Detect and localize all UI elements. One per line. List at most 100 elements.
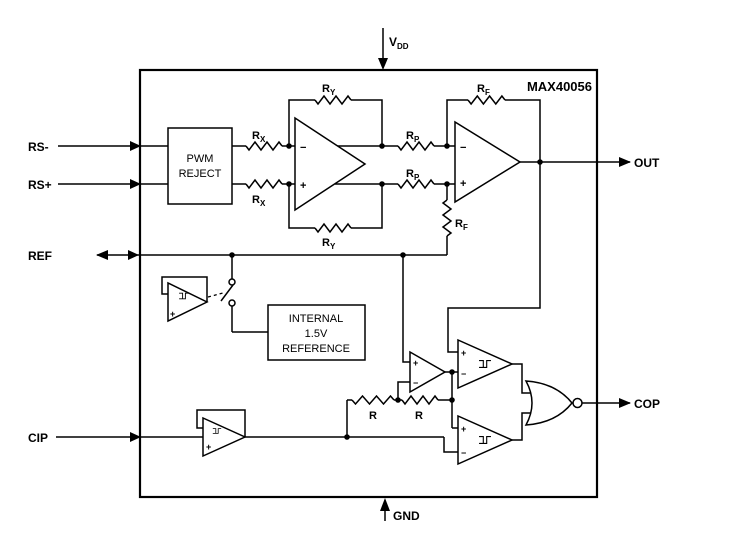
output-amplifier: − + xyxy=(454,120,522,204)
schmitt-top-triangle xyxy=(457,338,514,390)
cip-buffer-triangle xyxy=(202,416,247,458)
resistor-ry-top xyxy=(314,94,352,106)
amp1-minus-sign: − xyxy=(300,142,306,154)
intref-label-1: INTERNAL xyxy=(289,313,343,325)
junction-dot xyxy=(449,397,455,403)
internal-reference-box xyxy=(267,304,366,361)
ref-switch xyxy=(228,278,236,307)
cip-arrow xyxy=(130,432,141,442)
pin-label-cip: CIP xyxy=(28,431,48,445)
pin-arrowheads xyxy=(96,58,631,511)
nor-gate xyxy=(524,380,583,426)
label-rx-top: RX xyxy=(252,130,266,144)
label-rx-bottom: RX xyxy=(252,194,266,208)
ref-buffer-triangle xyxy=(167,281,209,323)
junction-dots xyxy=(229,143,543,440)
label-rp-bottom: RP xyxy=(406,168,420,182)
vdd-arrow xyxy=(378,58,388,70)
junction-dot xyxy=(379,143,385,149)
pin-label-ref: REF xyxy=(28,249,52,263)
amp2-plus-sign: + xyxy=(460,178,466,190)
resistor-rp-bottom xyxy=(397,178,435,190)
junction-dot xyxy=(400,252,406,258)
label-rf-vertical: RF xyxy=(455,218,468,232)
wire-rf-top-right xyxy=(505,99,541,162)
junction-dot xyxy=(444,143,450,149)
ref-arrow-out xyxy=(96,250,108,260)
wire-ry-bottom-left xyxy=(288,184,315,229)
pwm-amplifier: − + xyxy=(294,116,367,212)
wire-ref-to-comparator xyxy=(402,255,410,363)
pwm-reject-block: PWM REJECT xyxy=(167,127,233,205)
intref-label-3: REFERENCE xyxy=(282,343,350,355)
wire-out-to-comparator xyxy=(447,162,541,353)
schmitt-comparator-top: + − xyxy=(457,338,514,390)
amp1-plus-sign: + xyxy=(300,180,306,192)
resistor-rx-top xyxy=(245,140,283,152)
nor-gate-bubble xyxy=(572,397,583,409)
threshold-minus-sign: − xyxy=(413,378,418,388)
pin-label-rs-minus: RS- xyxy=(28,140,49,154)
junction-dot xyxy=(344,434,350,440)
intref-label-2: 1.5V xyxy=(305,328,328,340)
threshold-plus-sign: + xyxy=(413,358,418,368)
rs-plus-arrow xyxy=(130,179,141,189)
resistor-ry-bottom xyxy=(314,222,352,234)
switch-blade xyxy=(220,284,234,302)
cip-buffer-plus-sign: + xyxy=(206,442,211,452)
wire-switch-linkage xyxy=(207,292,224,298)
ref-buffer-plus-sign: + xyxy=(170,309,175,319)
wire-ry-bottom-right xyxy=(351,184,383,229)
chip-name-label: MAX40056 xyxy=(527,79,592,94)
junction-dot xyxy=(286,181,292,187)
label-r-right: R xyxy=(415,410,423,422)
amp1-triangle xyxy=(294,116,367,212)
rs-minus-arrow xyxy=(130,141,141,151)
wire-cip-buffer-feedback xyxy=(196,409,246,437)
wire-ry-top-left xyxy=(288,99,315,146)
wire xyxy=(443,437,458,453)
wire-schmitt-bottom-out xyxy=(512,412,531,441)
wire-ry-top-right xyxy=(351,99,383,146)
resistor-rf-vertical xyxy=(441,199,453,237)
junction-dot xyxy=(537,159,543,165)
resistor-r-right xyxy=(401,394,439,406)
gnd-arrow xyxy=(380,498,390,511)
junction-dot xyxy=(449,369,455,375)
pin-label-vdd: VDD xyxy=(389,35,409,51)
junction-dot xyxy=(286,143,292,149)
schmitt-top-plus-sign: + xyxy=(461,348,466,358)
junction-dot xyxy=(229,252,235,258)
junction-dot xyxy=(395,397,401,403)
pwm-reject-label-2: REJECT xyxy=(179,168,222,180)
label-r-left: R xyxy=(369,410,377,422)
switch-contact-bottom xyxy=(228,299,236,307)
label-rp-top: RP xyxy=(406,130,420,144)
threshold-comparator-triangle xyxy=(409,350,447,394)
cop-arrow xyxy=(619,398,631,408)
switch-contact-top xyxy=(228,278,236,286)
threshold-comparator: + − xyxy=(409,350,447,394)
resistor-rp-top xyxy=(397,140,435,152)
schmitt-bottom-minus-sign: − xyxy=(461,448,466,458)
pin-label-out: OUT xyxy=(634,156,660,170)
resistor-rx-bottom xyxy=(245,178,283,190)
wire-ref-buffer-feedback xyxy=(161,276,208,302)
wire-rf-top-left xyxy=(446,99,468,146)
nor-gate-body xyxy=(524,380,573,426)
schmitt-top-minus-sign: − xyxy=(461,369,466,379)
internal-reference-block: INTERNAL 1.5V REFERENCE xyxy=(267,304,366,361)
amp2-triangle xyxy=(454,120,522,204)
junction-dot xyxy=(379,181,385,187)
schmitt-comparator-bottom: + − xyxy=(457,414,514,466)
pin-label-cop: COP xyxy=(634,397,660,411)
schmitt-bottom-triangle xyxy=(457,414,514,466)
label-ry-top: RY xyxy=(322,83,336,97)
cip-buffer: + xyxy=(202,416,247,458)
pwm-reject-box xyxy=(167,127,233,205)
chip-boundary xyxy=(138,68,599,499)
pin-label-gnd: GND xyxy=(393,509,420,523)
ref-buffer: + xyxy=(167,281,209,323)
pwm-reject-label-1: PWM xyxy=(187,153,214,165)
